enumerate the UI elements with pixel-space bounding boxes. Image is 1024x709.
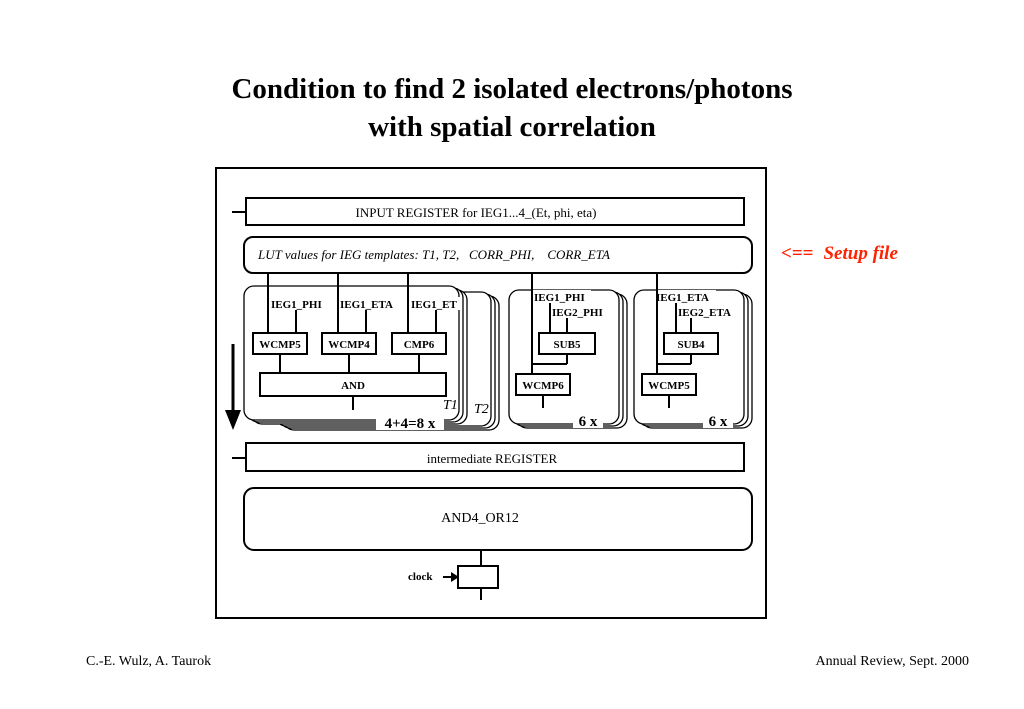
template-group-2: IEG1_PHI IEG2_PHI SUB5 WCMP6 6 x [508, 273, 628, 430]
group1-comparator-1: WCMP5 [259, 339, 301, 351]
and-or-label: AND4_OR12 [441, 511, 519, 526]
group1-comparator-2: WCMP4 [328, 339, 370, 351]
setup-file-annotation: <== Setup file [781, 243, 898, 265]
group3-input-2: IEG2_ETA [678, 307, 731, 319]
group3-sub: SUB4 [678, 339, 705, 351]
group1-input-1: IEG1_PHI [271, 299, 322, 311]
output-latch: clock [408, 550, 499, 600]
and-or-block: AND4_OR12 [243, 487, 753, 551]
group1-count: 4+4=8 x [385, 416, 436, 432]
group2-input-2: IEG2_PHI [552, 307, 603, 319]
lut-values-label: LUT values for IEG templates: T1, T2, CO… [257, 247, 610, 262]
group3-input-1: IEG1_ETA [656, 292, 709, 304]
slide-title-line-2: with spatial correlation [368, 111, 656, 143]
group2-count: 6 x [579, 414, 598, 430]
clock-label: clock [408, 571, 433, 583]
footer-event: Annual Review, Sept. 2000 [815, 654, 969, 669]
input-register-label: INPUT REGISTER for IEG1...4_(Et, phi, et… [356, 205, 597, 220]
group2-cmp: WCMP6 [522, 380, 564, 392]
group1-and-gate: AND [341, 380, 365, 392]
intermediate-register: intermediate REGISTER [232, 442, 745, 472]
input-register: INPUT REGISTER for IEG1...4_(Et, phi, et… [232, 197, 745, 226]
group1-input-3: IEG1_ET [411, 299, 458, 311]
clock-arrow-icon [451, 572, 459, 582]
template-group-1: IEG1_PHI IEG1_ETA IEG1_ET WCMP5 WCMP4 CM… [243, 273, 500, 432]
footer-authors: C.-E. Wulz, A. Taurok [86, 654, 212, 669]
template-t2-label: T2 [474, 402, 489, 417]
group1-comparator-3: CMP6 [404, 339, 435, 351]
intermediate-register-label: intermediate REGISTER [427, 451, 558, 466]
lut-values-box: LUT values for IEG templates: T1, T2, CO… [243, 236, 753, 274]
group2-sub: SUB5 [554, 339, 581, 351]
group1-input-2: IEG1_ETA [340, 299, 393, 311]
setup-file-arrow: <== [781, 243, 814, 264]
template-group-3: IEG1_ETA IEG2_ETA SUB4 WCMP5 6 x [633, 273, 753, 430]
flow-arrow-icon [225, 410, 241, 430]
group2-input-1: IEG1_PHI [534, 292, 585, 304]
template-t1-label: T1 [443, 398, 458, 413]
setup-file-label: Setup file [823, 243, 898, 264]
group3-cmp: WCMP5 [648, 380, 690, 392]
group3-count: 6 x [709, 414, 728, 430]
slide-title-line-1: Condition to find 2 isolated electrons/p… [231, 73, 793, 105]
